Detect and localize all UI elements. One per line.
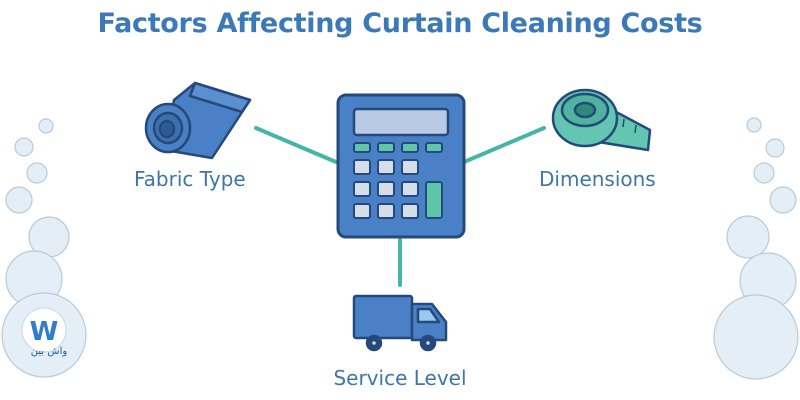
measuring-tape-icon [551, 88, 652, 152]
connector-dimensions [462, 126, 546, 164]
delivery-truck-icon [352, 294, 448, 352]
logo-icon: W [21, 307, 67, 353]
bubbles-decoration-right [713, 117, 799, 380]
factor-fabric-type-label: Fabric Type [134, 167, 246, 191]
page-title: Factors Affecting Curtain Cleaning Costs [97, 8, 703, 39]
logo-text: واش بین [30, 346, 68, 357]
connector-fabric [254, 126, 338, 164]
calculator-icon [336, 93, 466, 239]
logo-mark: W [30, 317, 59, 347]
factor-dimensions-label: Dimensions [539, 167, 656, 191]
factor-service-level-label: Service Level [333, 366, 467, 390]
fabric-roll-icon [144, 81, 252, 160]
